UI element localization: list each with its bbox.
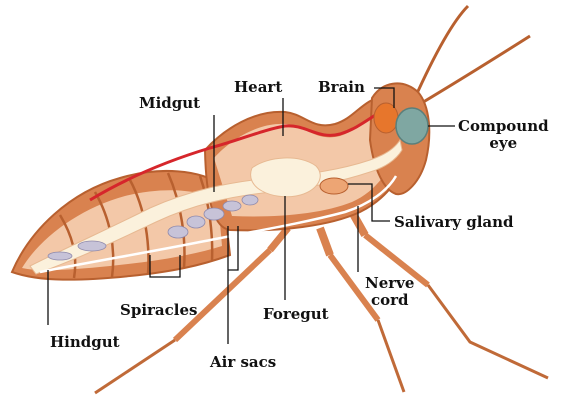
air-sac [242,195,258,205]
antenna-lower [420,36,530,104]
middle-leg-tarsus [378,320,404,392]
front-leg-tarsus [428,285,548,378]
label-nerve-cord-line2: cord [365,292,414,309]
compound-eye [396,108,428,144]
label-nerve-cord-line1: Nerve [365,275,414,292]
label-midgut: Midgut [139,95,200,112]
label-salivary-gland: Salivary gland [394,214,514,231]
label-spiracles: Spiracles [120,302,197,319]
label-brain: Brain [318,79,365,96]
salivary-gland [320,178,348,194]
label-hindgut: Hindgut [50,334,120,351]
air-sac [78,241,106,251]
label-heart: Heart [234,79,282,96]
label-foregut: Foregut [263,306,329,323]
air-sac [168,226,188,238]
air-sac [204,208,224,220]
crop [251,158,321,197]
air-sac [223,201,241,211]
air-sac [48,252,72,260]
label-nerve-cord: Nerve cord [365,275,414,309]
label-compound-eye-line2: eye [458,135,549,152]
middle-leg-femur [320,228,330,255]
air-sac [187,216,205,228]
label-compound-eye: Compound eye [458,118,549,152]
label-air-sacs: Air sacs [210,354,276,371]
label-compound-eye-line1: Compound [458,118,549,135]
antenna-upper [414,6,468,100]
